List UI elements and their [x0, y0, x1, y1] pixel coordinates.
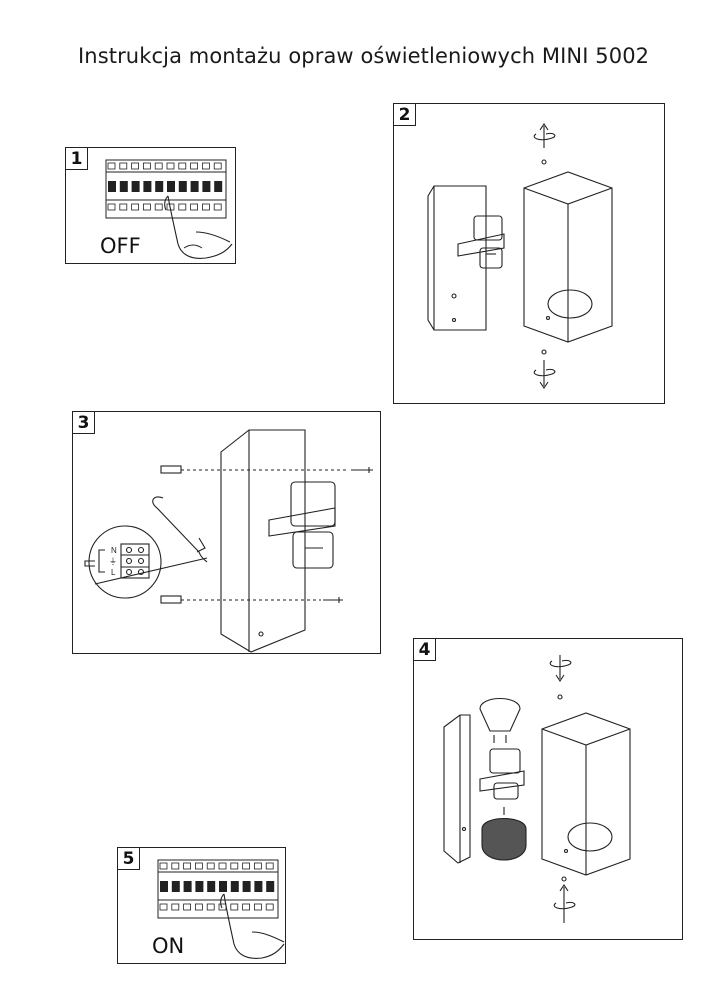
breaker-terminal [206, 862, 215, 870]
breaker-terminal [218, 862, 227, 870]
breaker-switch [119, 181, 128, 192]
breaker-terminal [213, 162, 222, 170]
breaker-switch [108, 181, 116, 192]
breaker-terminal [154, 203, 163, 211]
breaker-switch [178, 181, 187, 192]
step-3-panel: 3 [72, 411, 381, 654]
breaker-switch [254, 881, 263, 892]
breaker-terminal [201, 203, 210, 211]
breaker-terminal [253, 903, 262, 911]
on-label: ON [152, 934, 185, 958]
step-2-number: 2 [394, 104, 416, 126]
breaker-terminal [195, 903, 203, 911]
breaker-terminal [131, 162, 139, 170]
breaker-switch [202, 181, 211, 192]
breaker-switch [242, 881, 251, 892]
breaker-terminal [218, 903, 227, 911]
breaker-terminal [171, 862, 180, 870]
breaker-terminal [265, 862, 274, 870]
breaker-terminal [107, 203, 116, 211]
breaker-terminal [154, 162, 163, 170]
breaker-switch [230, 881, 239, 892]
page-title: Instrukcja montażu opraw oświetleniowych… [78, 44, 650, 68]
breaker-terminal [195, 862, 203, 870]
step-1-number: 1 [66, 148, 88, 170]
breaker-switch [266, 881, 275, 892]
breaker-terminal [190, 162, 198, 170]
breaker-switch [160, 881, 168, 892]
breaker-terminal [230, 903, 239, 911]
breaker-switch [183, 881, 192, 892]
breaker-switch [155, 181, 164, 192]
breaker-terminal [183, 862, 191, 870]
breaker-terminal [119, 203, 128, 211]
breaker-panel-on-illustration [157, 859, 285, 959]
breaker-terminal [183, 903, 191, 911]
breaker-switch [219, 881, 227, 892]
breaker-terminal [131, 203, 139, 211]
breaker-terminal [190, 203, 198, 211]
terminal-label-earth: ⏚ [109, 557, 117, 566]
breaker-terminal [159, 903, 168, 911]
step-4-panel: 4 [413, 638, 683, 940]
breaker-terminal [107, 162, 116, 170]
breaker-terminal [143, 203, 151, 211]
breaker-switch [214, 181, 223, 192]
wall-mounting-illustration: N ⏚ L [84, 429, 373, 653]
step-5-panel: 5 ON [117, 847, 286, 964]
step-3-number: 3 [73, 412, 95, 434]
step-2-panel: 2 [393, 103, 665, 404]
breaker-switch [190, 181, 199, 192]
breaker-terminal [265, 903, 274, 911]
breaker-switch [143, 181, 152, 192]
off-label: OFF [100, 234, 141, 258]
breaker-switch [167, 181, 175, 192]
terminal-label-l: L [111, 568, 116, 577]
breaker-terminal [178, 203, 187, 211]
breaker-switch [207, 881, 216, 892]
breaker-terminal [253, 862, 262, 870]
breaker-terminal [119, 162, 128, 170]
step-5-number: 5 [118, 848, 140, 870]
breaker-switch [171, 881, 180, 892]
breaker-terminal [171, 903, 180, 911]
breaker-switch [195, 881, 204, 892]
bulb-insertion-illustration [443, 655, 631, 923]
step-4-number: 4 [414, 639, 436, 661]
breaker-terminal [213, 203, 222, 211]
breaker-panel-off-illustration [105, 159, 233, 259]
breaker-terminal [242, 862, 250, 870]
breaker-terminal [159, 862, 168, 870]
breaker-terminal [143, 162, 151, 170]
step-1-panel: 1 OFF [65, 147, 236, 264]
breaker-terminal [242, 903, 250, 911]
breaker-terminal [178, 162, 187, 170]
breaker-terminal [166, 162, 175, 170]
terminal-label-n: N [111, 546, 117, 555]
breaker-terminal [201, 162, 210, 170]
breaker-terminal [230, 862, 239, 870]
breaker-terminal [206, 903, 215, 911]
fixture-disassembly-illustration [427, 123, 613, 389]
breaker-switch [131, 181, 140, 192]
